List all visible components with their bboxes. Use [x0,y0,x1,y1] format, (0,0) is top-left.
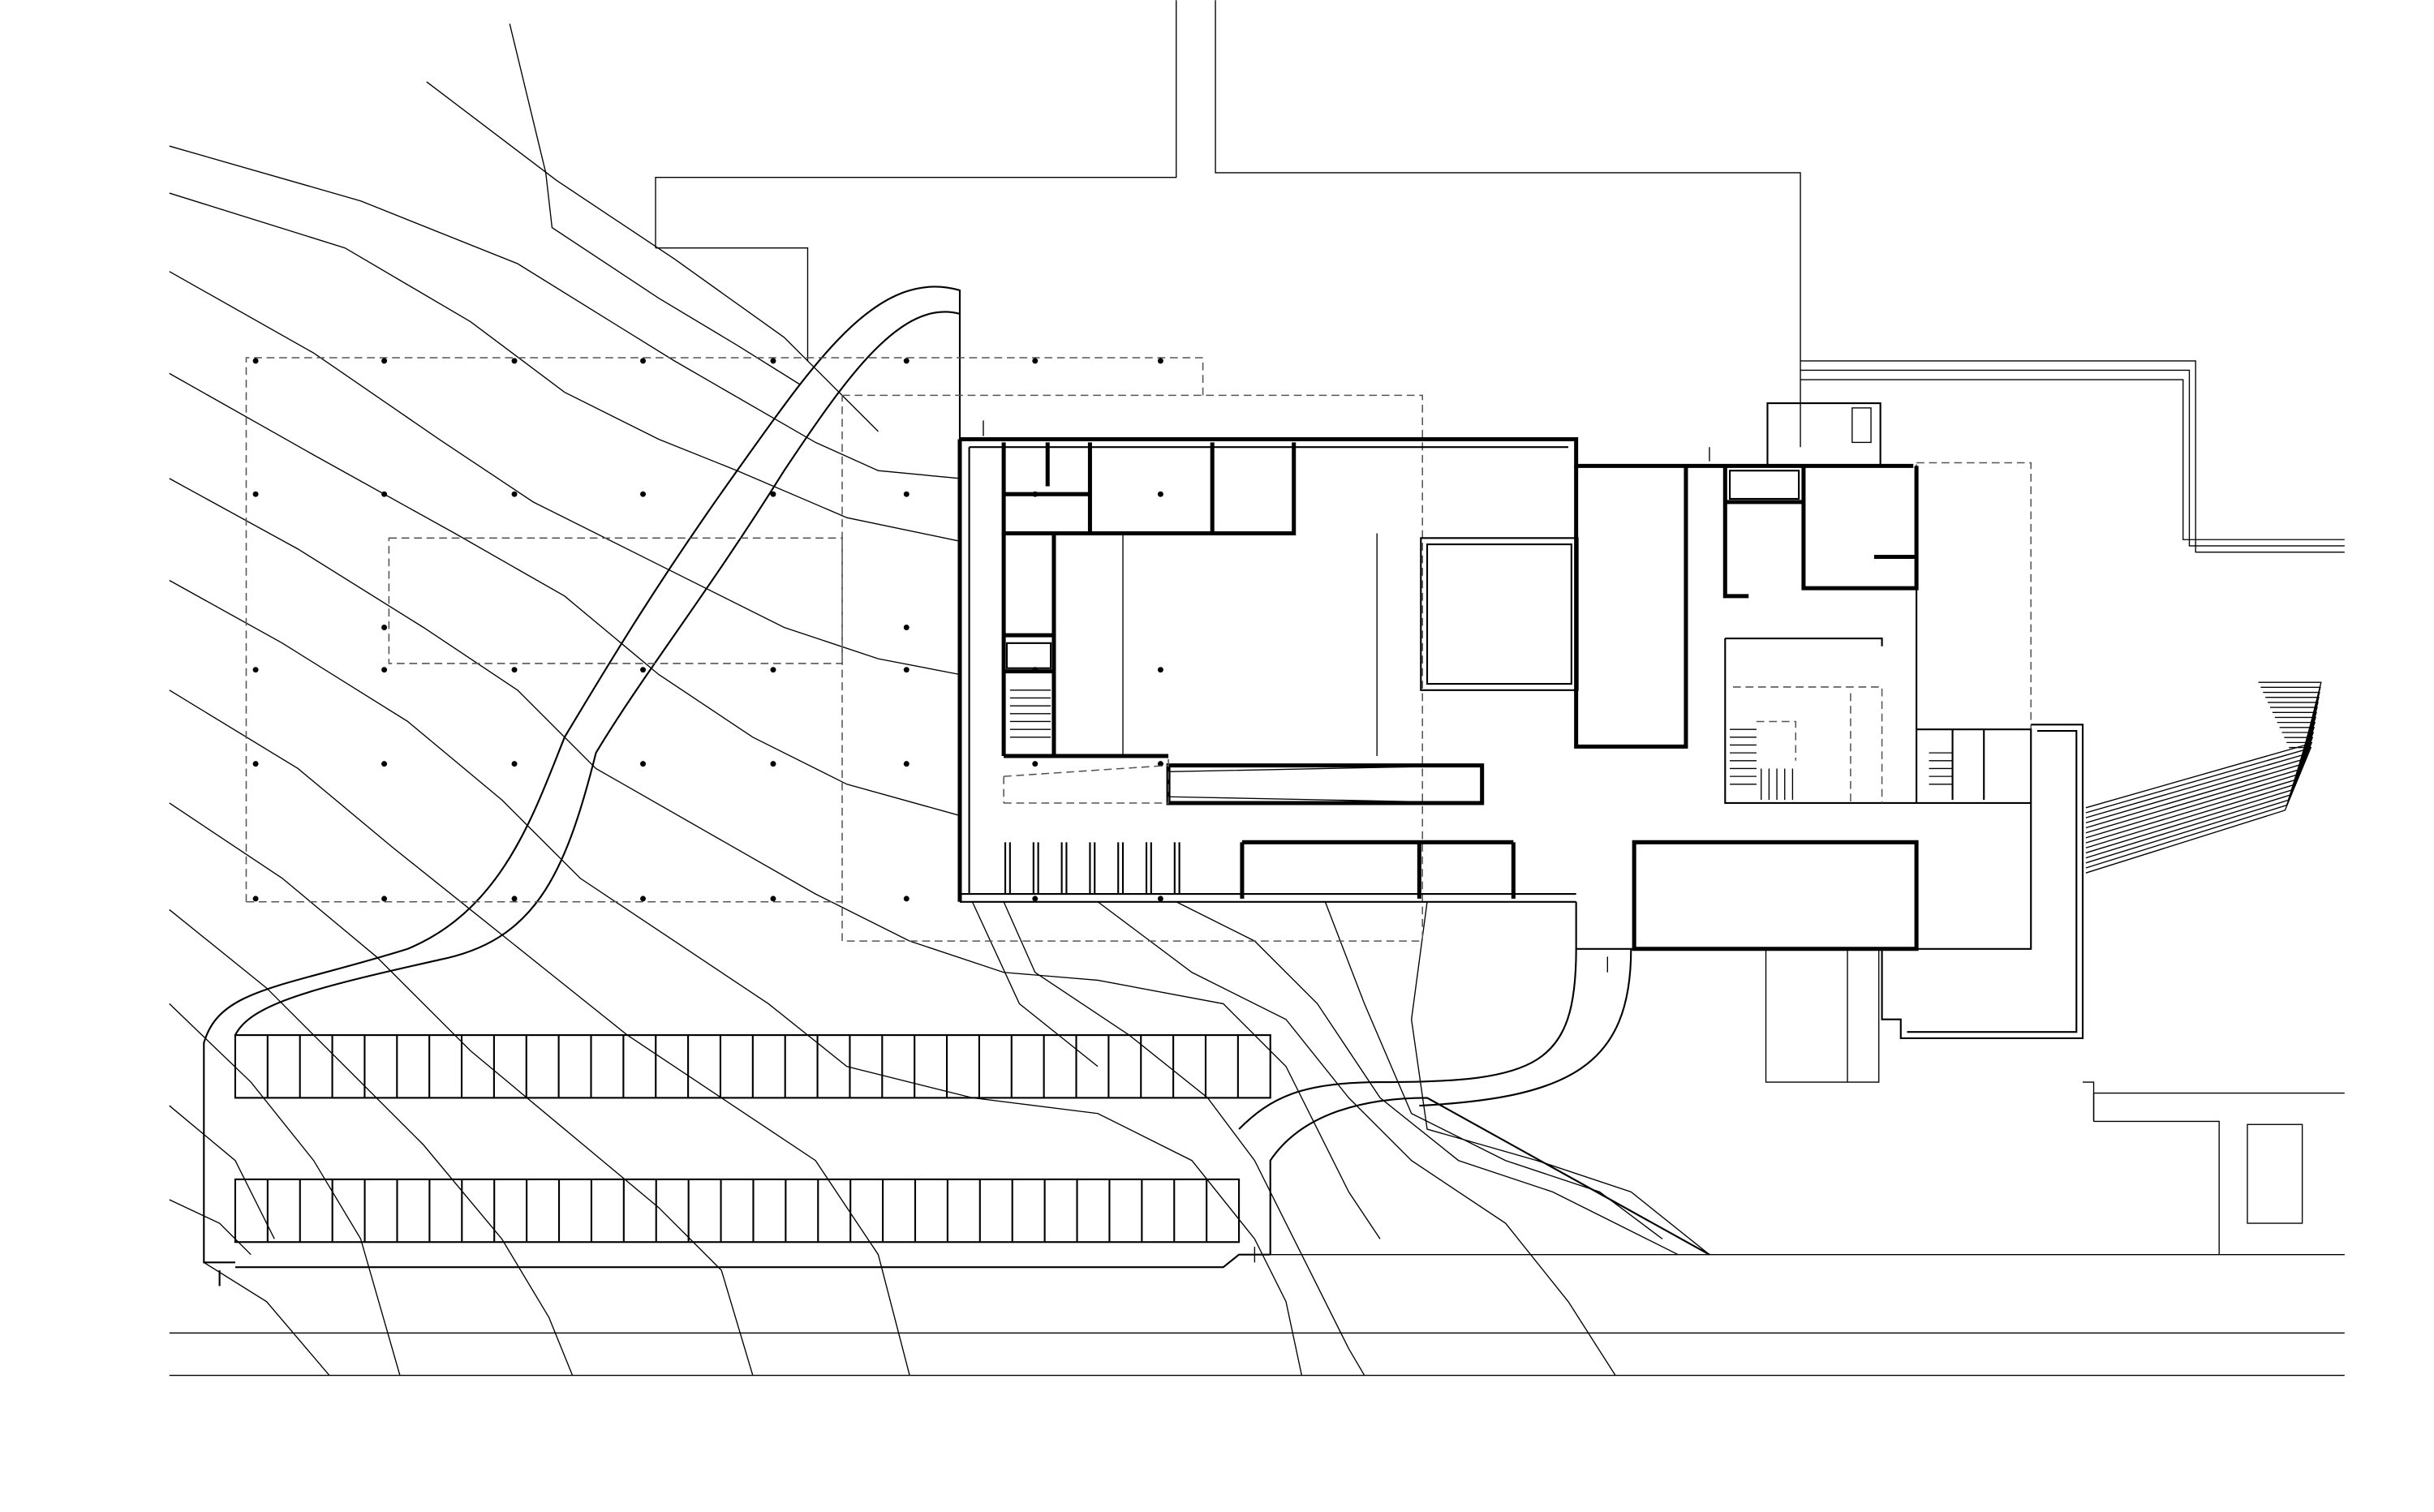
column-dot [1157,667,1163,673]
column-dot [511,667,518,673]
column-dot [252,491,259,497]
parking-row-2 [234,1178,1241,1244]
column-dot [1157,761,1163,767]
column-dot [903,896,910,902]
column-dot [640,358,647,364]
column-dot [1032,358,1039,364]
column-dot [511,358,518,364]
terrace-step [2085,732,2315,859]
column-dot [1032,761,1039,767]
column-dot [252,667,259,673]
terrace-step [2085,727,2316,854]
column-dot [381,358,388,364]
terrace-step [2085,721,2316,848]
column-dot [903,625,910,630]
column-dot [770,761,776,767]
column-dot [252,358,259,364]
column-dot [511,896,518,902]
column-dot [770,667,776,673]
terrace-step [2085,746,2312,874]
east-terrace [1800,360,2345,1224]
column-dot [381,491,388,497]
column-dot [903,667,910,673]
main-building [218,402,2084,1286]
column-dot [640,491,647,497]
column-dot [381,896,388,902]
column-dot [1157,491,1163,497]
stairs [1009,689,1953,801]
column-dot [770,358,776,364]
column-dot [770,491,776,497]
column-dot [903,761,910,767]
contour-lines [169,24,1710,1376]
canopy-outline [245,357,2032,942]
column-dot [903,358,910,364]
column-dot [1157,896,1163,902]
column-dot [511,761,518,767]
column-dot [903,491,910,497]
parking-row-1 [234,1034,1271,1099]
column-dot [511,491,518,497]
column-dot [381,625,388,630]
column-dot [1032,896,1039,902]
column-dot [640,761,647,767]
column-dot [252,896,259,902]
terrace-step [2085,686,2321,814]
column-dot [640,667,647,673]
terrace-step [2085,737,2314,864]
terrace-step [2085,741,2313,869]
access-road [203,286,1710,1286]
column-dot [252,761,259,767]
site-boundary [169,0,2345,1377]
column-dot [640,896,647,902]
column-dot [381,761,388,767]
column-dot [1157,358,1163,364]
column-dot [770,896,776,902]
column-dot [381,667,388,673]
